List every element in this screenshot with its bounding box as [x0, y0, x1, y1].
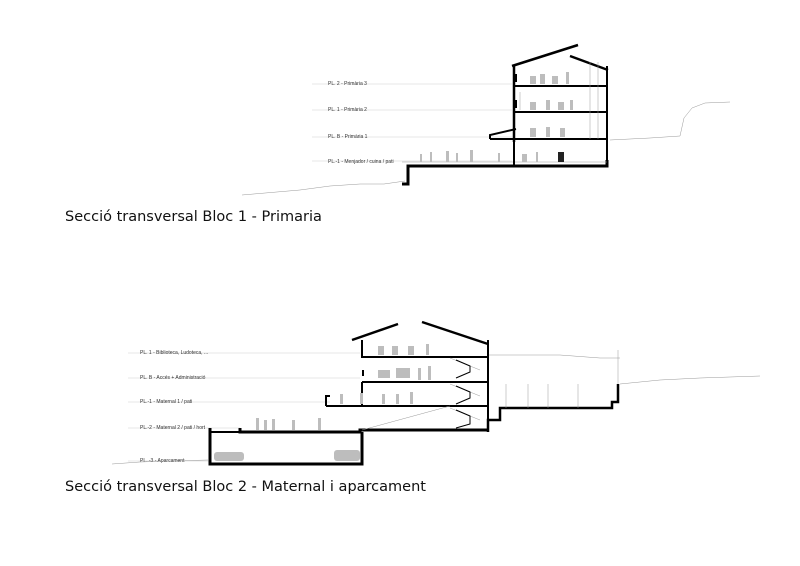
- level-label-bloc2-pl1: PL. 1 - Biblioteca, Ludoteca, ...: [140, 350, 208, 356]
- terrain-line: [241, 180, 406, 196]
- level-label-bloc1-pl2: PL. 2 - Primària 3: [328, 81, 367, 87]
- section-title-bloc-2: Secció transversal Bloc 2 - Maternal i a…: [65, 479, 426, 495]
- level-label-bloc1-pl-1: PL.-1 - Menjador / cuina / pati: [328, 159, 394, 165]
- level-label-bloc2-plb: PL. B - Accés + Administració: [140, 375, 206, 381]
- level-label-bloc2-pl-1: PL.-1 - Maternal 1 / pati: [140, 399, 192, 405]
- terrain-line: [111, 459, 209, 465]
- section-bloc-1: PL. 2 - Primària 3 PL. 1 - Primària 2 PL…: [241, 43, 731, 196]
- level-label-bloc1-plb: PL. B - Primària 1: [328, 134, 368, 140]
- section-bloc-2: PL. 1 - Biblioteca, Ludoteca, ... PL. B …: [111, 320, 761, 466]
- building-section-bloc-1: [402, 43, 609, 186]
- terrain-line-right: [619, 375, 761, 385]
- level-label-bloc1-pl1: PL. 1 - Primària 2: [328, 107, 367, 113]
- terrain-line-right: [609, 101, 731, 141]
- building-section-bloc-2: [208, 320, 620, 466]
- section-title-bloc-1: Secció transversal Bloc 1 - Primaria: [65, 209, 322, 225]
- level-label-bloc2-pl-2: PL.-2 - Maternal 2 / pati / hort: [140, 425, 206, 431]
